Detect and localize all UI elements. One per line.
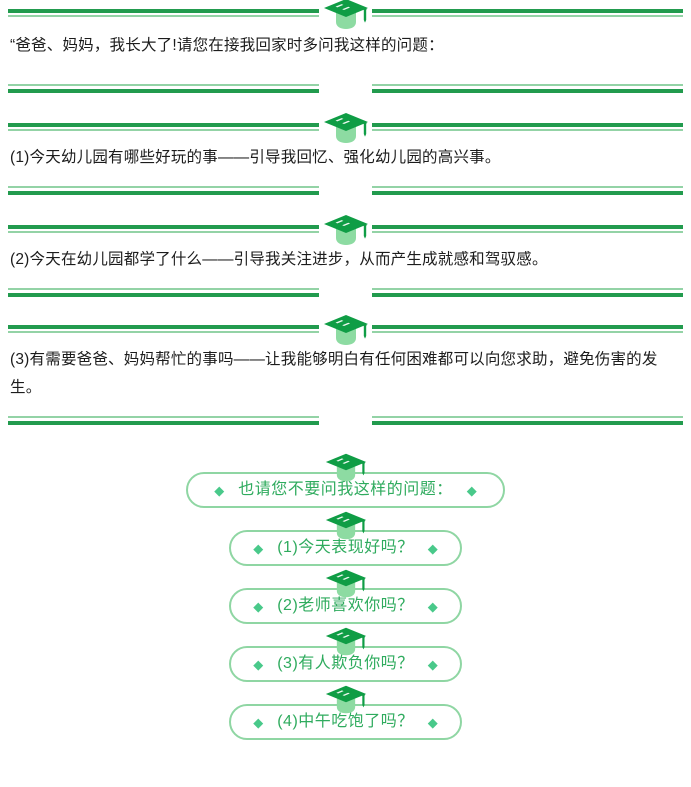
section-text-question-2: (2)今天在幼儿园都学了什么——引导我关注进步，从而产生成就感和驾驭感。	[10, 251, 548, 268]
graduation-cap-icon	[322, 0, 370, 33]
pill-row-4: ◆ (4)中午吃饱了吗？ ◆	[0, 685, 691, 740]
section-divider-top-4	[0, 315, 691, 345]
rule-thin-right	[372, 416, 683, 418]
section-text-intro: “爸爸、妈妈，我长大了!请您在接我回家时多问我这样的问题：	[10, 37, 444, 54]
rule-thick-right	[372, 191, 683, 195]
rule-thin-right	[372, 186, 683, 188]
pill-label: (1)今天表现好吗？	[277, 539, 414, 556]
diamond-bullet-icon: ◆	[253, 540, 264, 556]
section-text-question-3: (3)有需要爸爸、妈妈帮忙的事吗——让我能够明白有任何困难都可以向您求助，避免伤…	[10, 351, 658, 396]
rule-thick-left	[8, 123, 319, 127]
rule-thin-left	[8, 416, 319, 418]
diamond-bullet-icon: ◆	[466, 482, 477, 498]
rule-thick-left	[8, 421, 319, 425]
rule-thick-right	[372, 325, 683, 329]
diamond-bullet-icon: ◆	[427, 598, 438, 614]
rule-thick-left	[8, 325, 319, 329]
graduation-cap-icon	[324, 450, 368, 485]
rule-thin-left	[8, 84, 319, 86]
rule-thin-right	[372, 84, 683, 86]
rule-thin-left	[8, 129, 319, 131]
graduation-cap-icon	[324, 566, 368, 601]
pill-label: (4)中午吃饱了吗？	[277, 713, 414, 730]
rule-thick-left	[8, 9, 319, 13]
rule-thin-right	[372, 231, 683, 233]
rule-thick-left	[8, 293, 319, 297]
section-divider-bottom-2	[0, 180, 691, 206]
rule-thick-left	[8, 191, 319, 195]
rule-thin-right	[372, 288, 683, 290]
rule-thick-right	[372, 225, 683, 229]
graduation-cap-icon	[324, 624, 368, 659]
graduation-cap-icon	[322, 311, 370, 349]
section-divider-top-2	[0, 113, 691, 143]
rule-thin-right	[372, 15, 683, 17]
pill-label: (2)老师喜欢你吗？	[277, 597, 414, 614]
section-divider-bottom-4	[0, 410, 691, 436]
diamond-bullet-icon: ◆	[427, 656, 438, 672]
section-text-question-1: (1)今天幼儿园有哪些好玩的事——引导我回忆、强化幼儿园的高兴事。	[10, 149, 501, 166]
section-divider-bottom-3	[0, 282, 691, 308]
diamond-bullet-icon: ◆	[253, 598, 264, 614]
pill-label: (3)有人欺负你吗？	[277, 655, 414, 672]
rule-thick-right	[372, 293, 683, 297]
rule-thick-left	[8, 225, 319, 229]
rule-thin-left	[8, 288, 319, 290]
rule-thin-right	[372, 129, 683, 131]
rule-thick-right	[372, 421, 683, 425]
graduation-cap-icon	[324, 508, 368, 543]
rule-thin-left	[8, 186, 319, 188]
pill-row-1: ◆ (1)今天表现好吗？ ◆	[0, 511, 691, 566]
diamond-bullet-icon: ◆	[427, 540, 438, 556]
graduation-cap-icon	[322, 109, 370, 147]
rule-thin-left	[8, 231, 319, 233]
diamond-bullet-icon: ◆	[253, 714, 264, 730]
rule-thick-left	[8, 89, 319, 93]
section-divider-bottom-1	[0, 78, 691, 104]
diamond-bullet-icon: ◆	[427, 714, 438, 730]
rule-thick-right	[372, 89, 683, 93]
pill-label: 也请您不要问我这样的问题：	[238, 481, 453, 498]
ruled-sections: “爸爸、妈妈，我长大了!请您在接我回家时多问我这样的问题： (1)今天幼儿园有哪…	[0, 0, 691, 436]
pill-row-3: ◆ (3)有人欺负你吗？ ◆	[0, 627, 691, 682]
rule-thick-right	[372, 123, 683, 127]
section-divider-top-3	[0, 215, 691, 245]
pill-row-2: ◆ (2)老师喜欢你吗？ ◆	[0, 569, 691, 624]
graduation-cap-icon	[322, 211, 370, 249]
diamond-bullet-icon: ◆	[214, 482, 225, 498]
rule-thick-right	[372, 9, 683, 13]
diamond-bullet-icon: ◆	[253, 656, 264, 672]
rule-thin-left	[8, 331, 319, 333]
rule-thin-left	[8, 15, 319, 17]
pill-row-lead: ◆ 也请您不要问我这样的问题： ◆	[0, 453, 691, 508]
avoid-questions-list: ◆ 也请您不要问我这样的问题： ◆ ◆ (1)今天表现好吗？ ◆	[0, 436, 691, 740]
graduation-cap-icon	[324, 682, 368, 717]
section-divider-top-1	[0, 0, 691, 29]
rule-thin-right	[372, 331, 683, 333]
